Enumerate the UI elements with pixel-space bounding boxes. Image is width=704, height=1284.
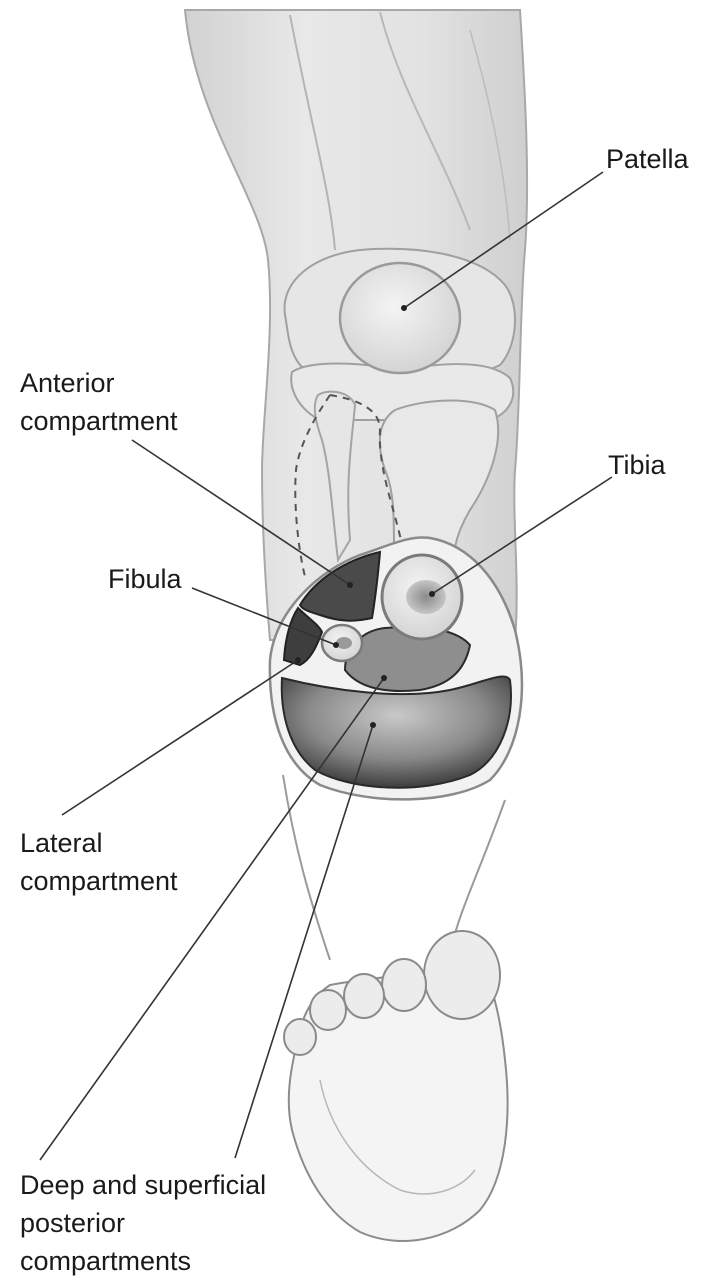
label-posterior-line-2: posterior: [20, 1204, 266, 1242]
deep-posterior-dot: [381, 675, 387, 681]
label-posterior-line-1: Deep and superficial: [20, 1166, 266, 1204]
patella-dot: [401, 305, 407, 311]
label-lateral-line-1: Lateral: [20, 824, 178, 862]
toe-big: [424, 931, 500, 1019]
toe-3: [344, 974, 384, 1018]
label-tibia-text: Tibia: [608, 446, 666, 484]
anterior-compartment-dot: [347, 582, 353, 588]
label-fibula: Fibula: [108, 560, 182, 598]
label-lateral-line-2: compartment: [20, 862, 178, 900]
lateral-compartment-leader-line: [62, 660, 298, 815]
label-patella-text: Patella: [606, 140, 689, 178]
fibula-marrow: [336, 637, 352, 649]
label-patella: Patella: [606, 140, 689, 178]
label-fibula-text: Fibula: [108, 560, 182, 598]
toe-4: [310, 990, 346, 1030]
foot-sole: [284, 931, 508, 1241]
label-deep-superficial-posterior: Deep and superficial posterior compartme…: [20, 1166, 266, 1280]
tibia-dot: [429, 591, 435, 597]
superficial-posterior-dot: [370, 722, 376, 728]
label-anterior-line-2: compartment: [20, 402, 178, 440]
lateral-compartment-dot: [295, 657, 301, 663]
fibula-dot: [333, 642, 339, 648]
label-lateral-compartment: Lateral compartment: [20, 824, 178, 900]
label-tibia: Tibia: [608, 446, 666, 484]
toe-5: [284, 1019, 316, 1055]
toe-2: [382, 959, 426, 1011]
tibia-marrow: [406, 580, 446, 614]
label-anterior-line-1: Anterior: [20, 364, 178, 402]
patella-bone: [340, 263, 460, 373]
label-posterior-line-3: compartments: [20, 1242, 266, 1280]
superficial-posterior-compartment: [282, 677, 511, 788]
label-anterior-compartment: Anterior compartment: [20, 364, 178, 440]
